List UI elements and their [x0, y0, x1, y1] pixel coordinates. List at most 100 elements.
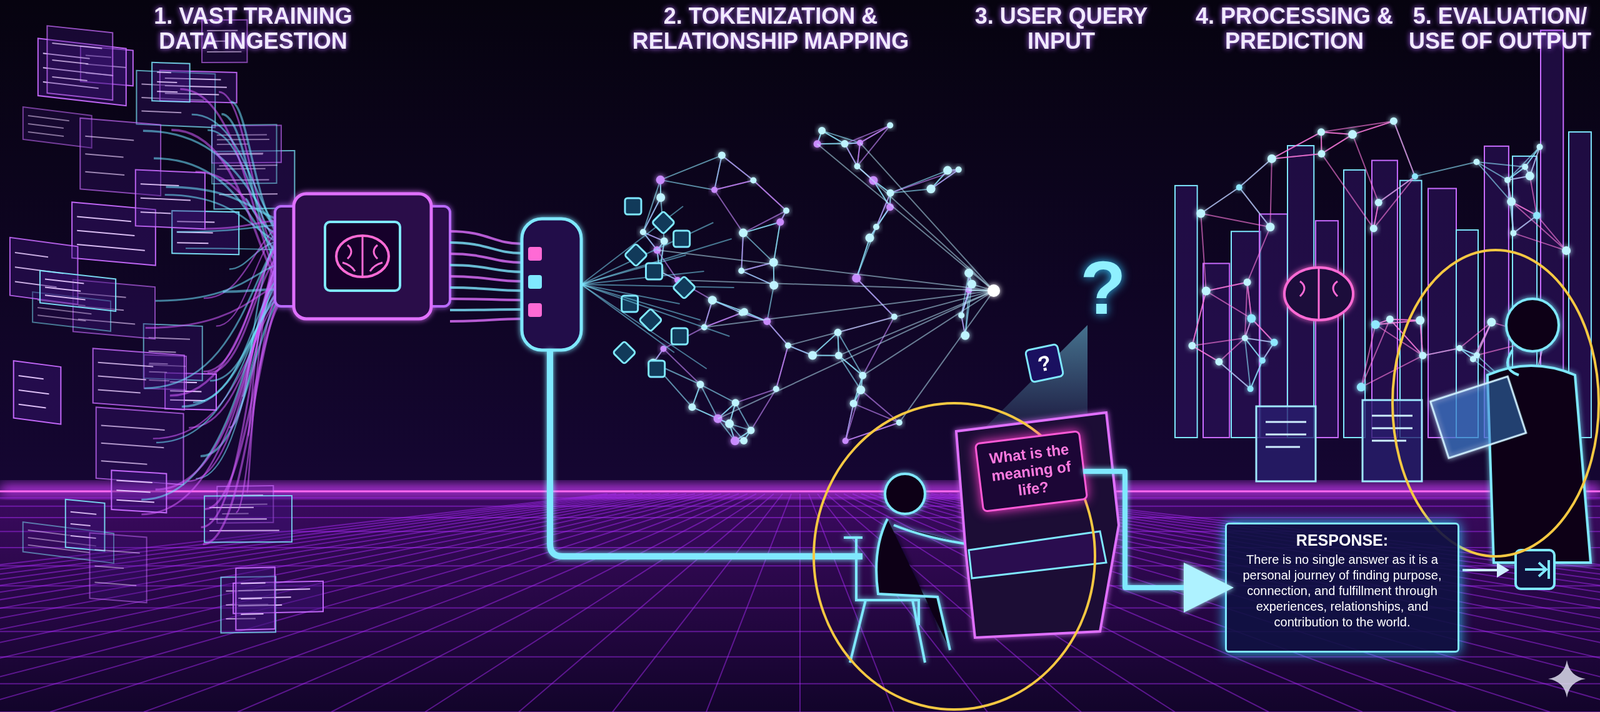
network-link: [1191, 291, 1206, 347]
network-link: [1247, 282, 1252, 319]
step-heading: 3. USER QUERY INPUT: [961, 3, 1162, 54]
network-link: [856, 226, 877, 279]
token-line: [581, 284, 730, 337]
network-link: [1239, 158, 1272, 188]
network-node: [1371, 320, 1380, 329]
network-link: [773, 221, 781, 263]
doc-panel: [151, 62, 190, 102]
user-body: [876, 518, 966, 650]
network-node: [955, 166, 962, 173]
doc-line: [116, 480, 152, 483]
doc-frame: [93, 348, 185, 410]
doc-line: [76, 230, 135, 236]
converge-line: [817, 143, 994, 291]
network-node: [1317, 150, 1325, 158]
doc-line: [101, 443, 165, 448]
tokenizer-slot: [528, 246, 542, 261]
user-head: [885, 473, 925, 514]
network-link: [714, 155, 722, 190]
grid-line: [0, 493, 608, 712]
network-node: [1386, 315, 1394, 324]
doc-line: [98, 376, 147, 380]
network-node: [1348, 130, 1357, 139]
network-link: [741, 233, 744, 272]
doc-line: [85, 136, 134, 141]
token: [648, 360, 665, 377]
network-node: [1246, 314, 1256, 324]
network-link: [700, 384, 736, 403]
step-heading: 5. EVALUATION/ USE OF OUTPUT: [1396, 3, 1600, 54]
network-link: [776, 345, 789, 390]
bus-line: [450, 298, 522, 300]
network-link: [860, 125, 890, 144]
doc-frame: [40, 270, 116, 312]
tokenizer-slot: [528, 275, 542, 289]
network-link: [1245, 338, 1251, 389]
doc-line: [209, 518, 267, 520]
flow-pipe: [1083, 471, 1224, 588]
network-node: [1370, 224, 1378, 232]
network-link: [860, 125, 890, 144]
doc-line: [156, 91, 178, 92]
network-link: [1352, 121, 1394, 135]
doc-line: [51, 76, 87, 81]
network-link: [1191, 345, 1219, 362]
building: [1315, 220, 1339, 438]
network-link: [776, 345, 789, 390]
evaluator-paper: [1430, 376, 1527, 459]
node-heading: What is the meaning of life?: [980, 439, 1082, 504]
token: [625, 198, 642, 215]
response-box: RESPONSE:There is no single answer as it…: [1225, 522, 1460, 653]
network-link: [1513, 233, 1567, 251]
token-line: [581, 284, 675, 353]
doc-line: [37, 315, 86, 321]
tokenizer-slot: [528, 303, 542, 317]
network-link: [663, 348, 700, 385]
bus-line: [450, 318, 522, 322]
converge-line: [860, 142, 994, 291]
document-stream: [10, 20, 324, 634]
building: [1175, 185, 1198, 438]
network-node: [1215, 358, 1223, 366]
grid-line: [331, 493, 757, 712]
converge-line: [838, 290, 994, 356]
network-link: [1393, 121, 1415, 177]
network-link: [1507, 166, 1525, 180]
network-link: [1251, 318, 1274, 343]
network-link: [773, 221, 781, 263]
network-node: [750, 177, 757, 184]
network-link: [753, 180, 787, 211]
step-heading: 1. VAST TRAINING DATA INGESTION: [121, 3, 385, 54]
network-link: [1218, 361, 1250, 389]
network-one: [640, 122, 1000, 446]
step-heading: 4. PROCESSING & PREDICTION: [1191, 3, 1398, 54]
network-link: [663, 326, 704, 349]
query-screen: What is the meaning of life?: [974, 430, 1089, 513]
network-node: [776, 218, 784, 226]
network-link: [1507, 146, 1540, 180]
token: [671, 328, 688, 345]
network-link: [1390, 319, 1420, 321]
doc-line: [101, 460, 148, 464]
token: [624, 243, 648, 267]
network-link: [1218, 338, 1245, 362]
token-line: [581, 222, 714, 285]
network-node: [1533, 211, 1541, 220]
network-link: [660, 155, 722, 180]
network-node: [865, 233, 875, 243]
doc-line: [28, 530, 71, 535]
bus-line: [450, 242, 522, 254]
network-node: [943, 166, 952, 175]
doc-frame: [111, 470, 167, 513]
token-line: [581, 284, 701, 320]
network-link: [714, 190, 744, 234]
network-link: [1271, 131, 1322, 159]
network-node: [688, 403, 696, 411]
network-node: [1390, 117, 1398, 125]
doc-frame: [135, 169, 205, 229]
grid-line: [706, 493, 792, 712]
network-node: [740, 308, 749, 316]
network-link: [845, 143, 858, 167]
